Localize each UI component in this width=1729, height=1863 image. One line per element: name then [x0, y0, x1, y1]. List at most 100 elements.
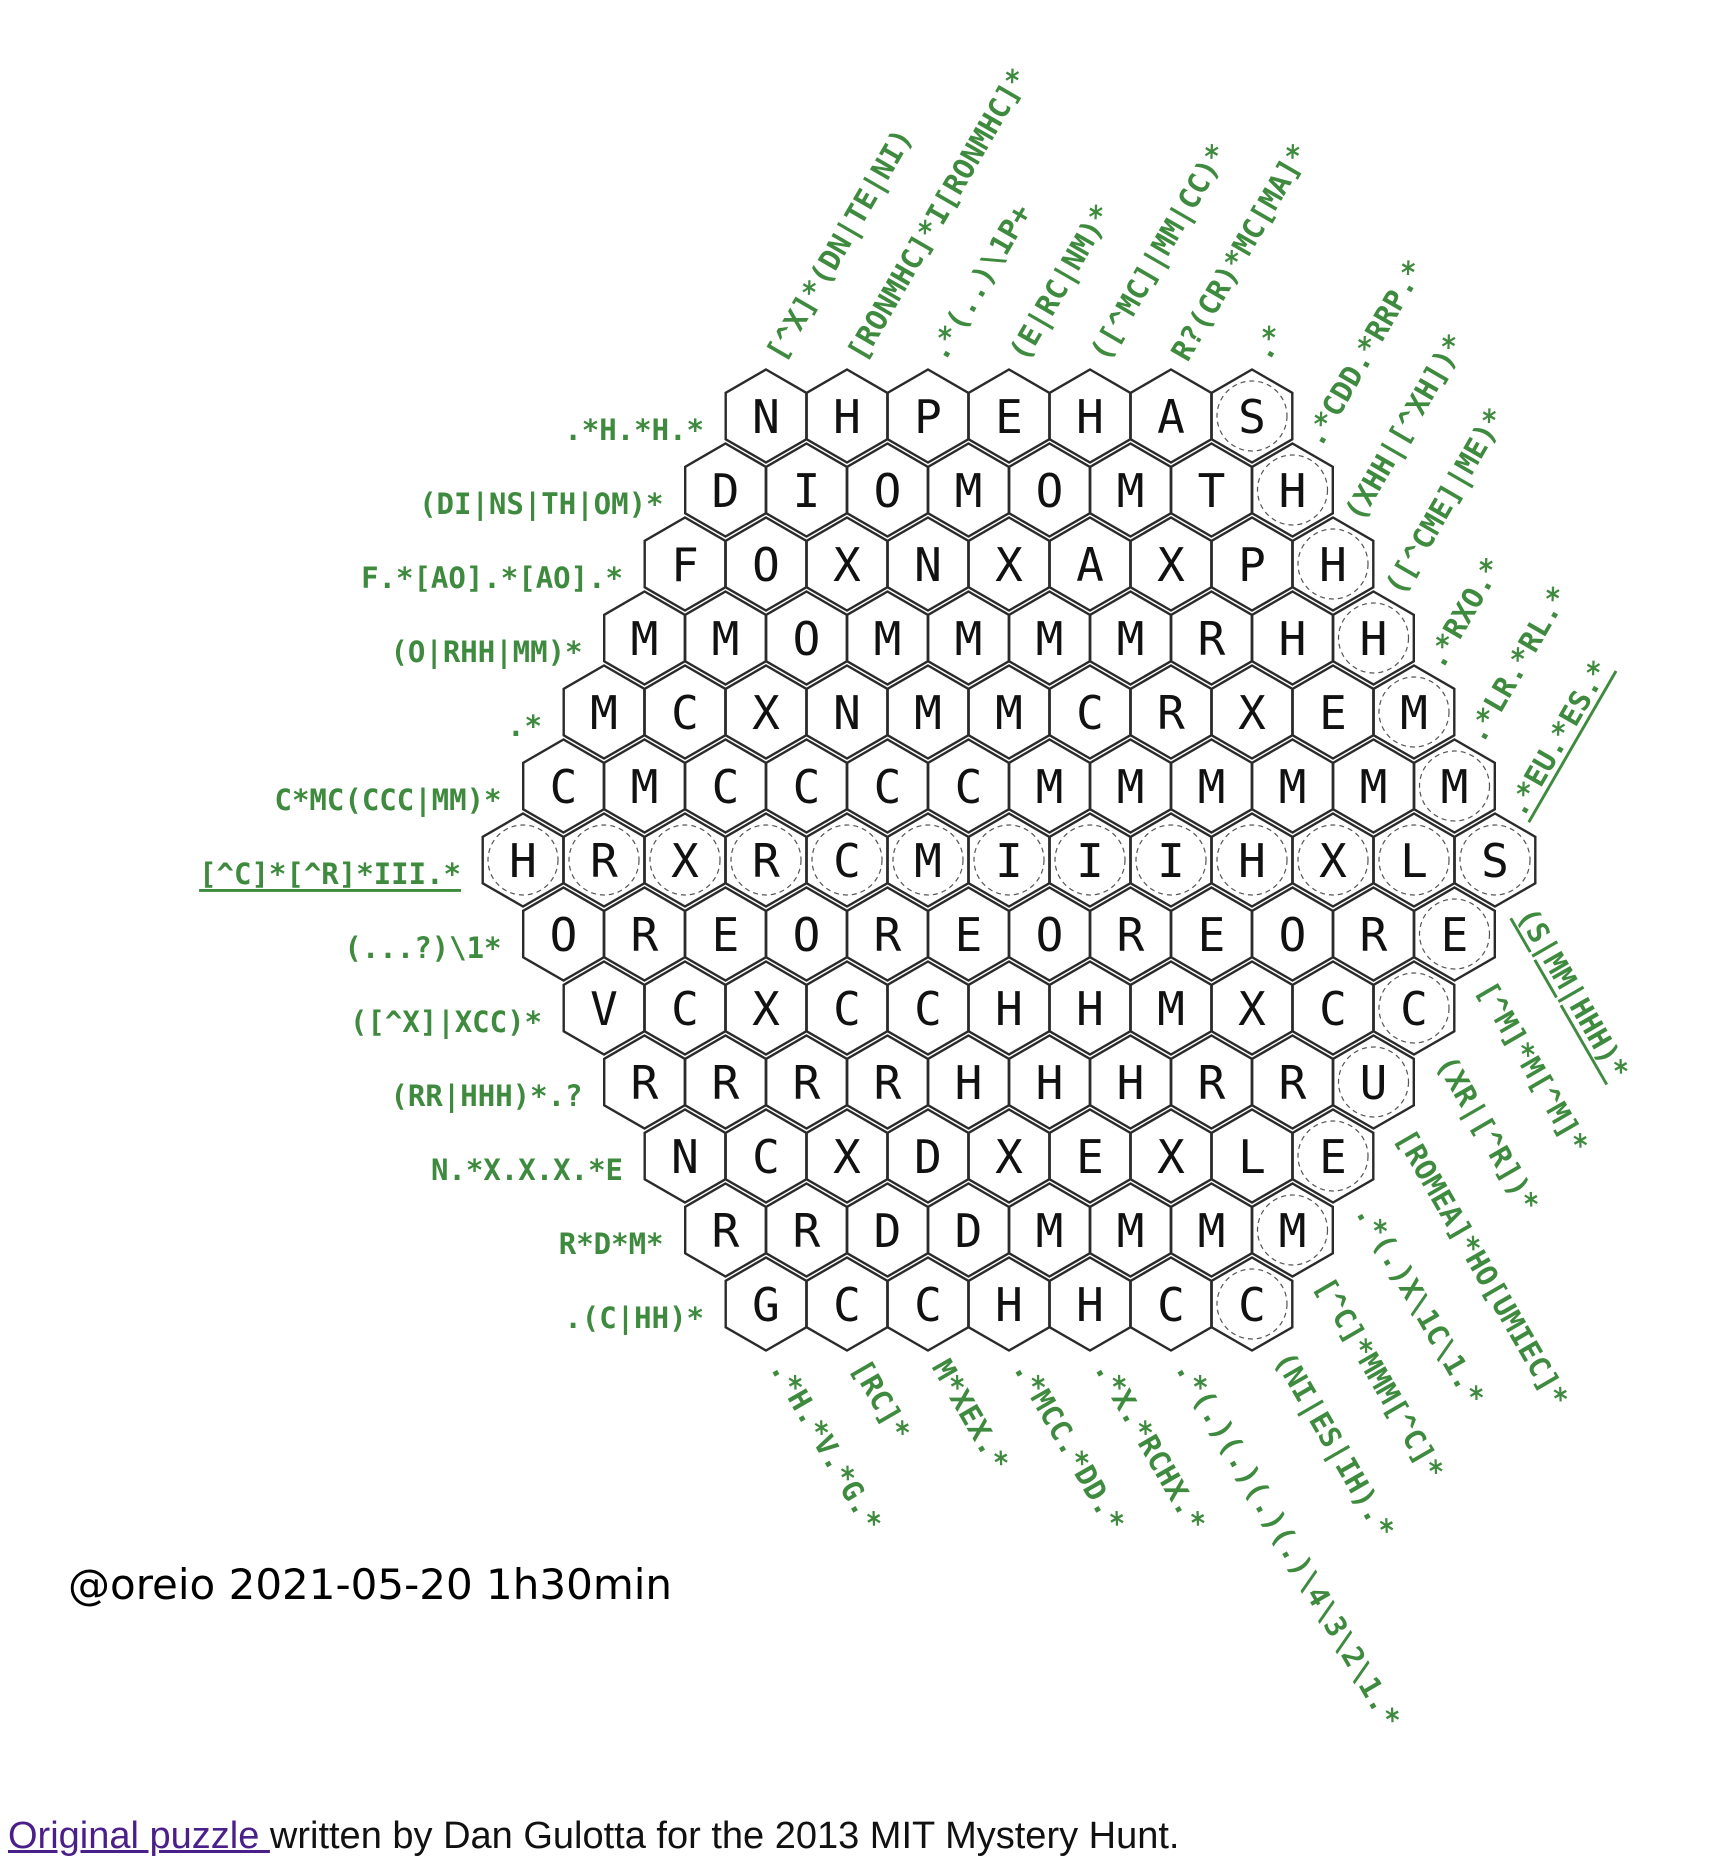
hex-cell-outline[interactable] [1331, 1034, 1416, 1130]
hex-cell[interactable]: R [562, 812, 646, 908]
hex-cell-outline[interactable] [1291, 1108, 1375, 1204]
hex-cell[interactable]: R [1250, 1034, 1335, 1130]
hex-cell[interactable]: C [805, 960, 889, 1056]
hex-cell[interactable]: O [522, 886, 605, 982]
hex-cell[interactable]: E [1291, 1108, 1375, 1204]
hex-cell[interactable]: E [1169, 886, 1254, 982]
hex-cell[interactable]: O [1250, 886, 1335, 982]
hex-cell[interactable]: I [967, 812, 1051, 908]
hex-cell-outline[interactable] [1250, 1182, 1335, 1278]
hex-cell[interactable]: X [967, 1108, 1051, 1204]
hex-cell[interactable]: A [1048, 516, 1132, 612]
hex-cell[interactable]: C [846, 738, 929, 834]
hex-cell[interactable]: R [1169, 590, 1254, 686]
hex-cell[interactable]: C [1129, 1256, 1213, 1352]
hex-cell[interactable]: M [1169, 738, 1254, 834]
hex-cell[interactable]: M [1088, 738, 1173, 834]
hex-cell[interactable]: S [1453, 812, 1537, 908]
hex-cell[interactable]: X [724, 960, 808, 1056]
hex-cell[interactable]: H [1250, 590, 1335, 686]
hex-cell[interactable]: M [1088, 1182, 1173, 1278]
hex-cell[interactable]: X [805, 516, 889, 612]
hex-cell[interactable]: H [805, 368, 889, 464]
hex-cell[interactable]: M [1412, 738, 1497, 834]
hex-cell[interactable]: M [1250, 738, 1335, 834]
hex-cell[interactable]: H [1331, 590, 1416, 686]
hex-cell[interactable]: M [562, 664, 646, 760]
hex-cell[interactable]: H [1048, 368, 1132, 464]
hex-cell[interactable]: M [1088, 442, 1173, 538]
hex-cell-outline[interactable] [1453, 812, 1537, 908]
hex-cell[interactable]: R [1169, 1034, 1254, 1130]
hex-cell[interactable]: X [724, 664, 808, 760]
hex-cell[interactable]: I [765, 442, 848, 538]
hex-cell[interactable]: P [886, 368, 970, 464]
hex-cell[interactable]: R [1088, 886, 1173, 982]
hex-cell[interactable]: C [886, 960, 970, 1056]
hex-cell[interactable]: A [1129, 368, 1213, 464]
hex-cell-outline[interactable] [1210, 1256, 1294, 1352]
hex-cell[interactable]: H [1291, 516, 1375, 612]
hex-cell[interactable]: C [643, 960, 727, 1056]
hex-cell[interactable]: H [1210, 812, 1294, 908]
hex-cell[interactable]: C [1291, 960, 1375, 1056]
hex-cell[interactable]: E [1412, 886, 1497, 982]
hex-cell[interactable]: E [967, 368, 1051, 464]
hex-cell[interactable]: D [684, 442, 767, 538]
hex-cell[interactable]: M [927, 442, 1010, 538]
hex-cell[interactable]: R [846, 886, 929, 982]
hex-cell[interactable]: X [1129, 516, 1213, 612]
hex-cell[interactable]: O [765, 886, 848, 982]
hex-cell[interactable]: M [1008, 1182, 1092, 1278]
hex-cell[interactable]: L [1372, 812, 1456, 908]
hex-cell[interactable]: X [967, 516, 1051, 612]
hex-cell[interactable]: C [886, 1256, 970, 1352]
hex-cell-outline[interactable] [1412, 738, 1497, 834]
hex-cell[interactable]: C [927, 738, 1010, 834]
hex-cell[interactable]: V [562, 960, 646, 1056]
hex-cell[interactable]: S [1210, 368, 1294, 464]
hex-cell-outline[interactable] [1372, 960, 1456, 1056]
hex-cell[interactable]: C [1372, 960, 1456, 1056]
hex-cell[interactable]: R [1331, 886, 1416, 982]
hex-cell[interactable]: M [886, 664, 970, 760]
hex-cell[interactable]: I [1048, 812, 1132, 908]
hex-cell[interactable]: F [643, 516, 727, 612]
hex-cell-outline[interactable] [1412, 886, 1497, 982]
hex-cell[interactable]: T [1169, 442, 1254, 538]
hex-cell[interactable]: N [724, 368, 808, 464]
hex-cell[interactable]: M [1169, 1182, 1254, 1278]
hex-cell-outline[interactable] [1250, 442, 1335, 538]
hex-cell[interactable]: H [1048, 1256, 1132, 1352]
hex-cell[interactable]: G [724, 1256, 808, 1352]
hex-cell[interactable]: D [846, 1182, 929, 1278]
hex-cell[interactable]: H [481, 812, 565, 908]
hex-cell[interactable]: O [1008, 886, 1092, 982]
hex-cell[interactable]: H [967, 1256, 1051, 1352]
hex-cell[interactable]: R [765, 1182, 848, 1278]
hex-cell[interactable]: X [1129, 1108, 1213, 1204]
hex-cell[interactable]: M [684, 590, 767, 686]
hex-cell[interactable]: R [603, 1034, 686, 1130]
hex-cell[interactable]: M [1129, 960, 1213, 1056]
hex-cell[interactable]: P [1210, 516, 1294, 612]
hex-cell[interactable]: X [805, 1108, 889, 1204]
hex-cell[interactable]: E [1048, 1108, 1132, 1204]
hex-cell[interactable]: O [1008, 442, 1092, 538]
hex-cell[interactable]: R [724, 812, 808, 908]
hex-cell[interactable]: H [1088, 1034, 1173, 1130]
hex-cell[interactable]: R [684, 1182, 767, 1278]
hex-cell-outline[interactable] [1291, 516, 1375, 612]
hex-cell[interactable]: O [765, 590, 848, 686]
hex-cell[interactable]: C [805, 812, 889, 908]
hex-cell[interactable]: C [522, 738, 605, 834]
hex-cell[interactable]: X [1210, 664, 1294, 760]
hex-cell[interactable]: M [603, 590, 686, 686]
hex-cell[interactable]: M [1088, 590, 1173, 686]
hex-cell[interactable]: M [1331, 738, 1416, 834]
hex-cell[interactable]: M [886, 812, 970, 908]
hex-cell[interactable]: M [967, 664, 1051, 760]
hex-cell[interactable]: X [1210, 960, 1294, 1056]
hex-cell[interactable]: C [765, 738, 848, 834]
hex-cell[interactable]: R [846, 1034, 929, 1130]
